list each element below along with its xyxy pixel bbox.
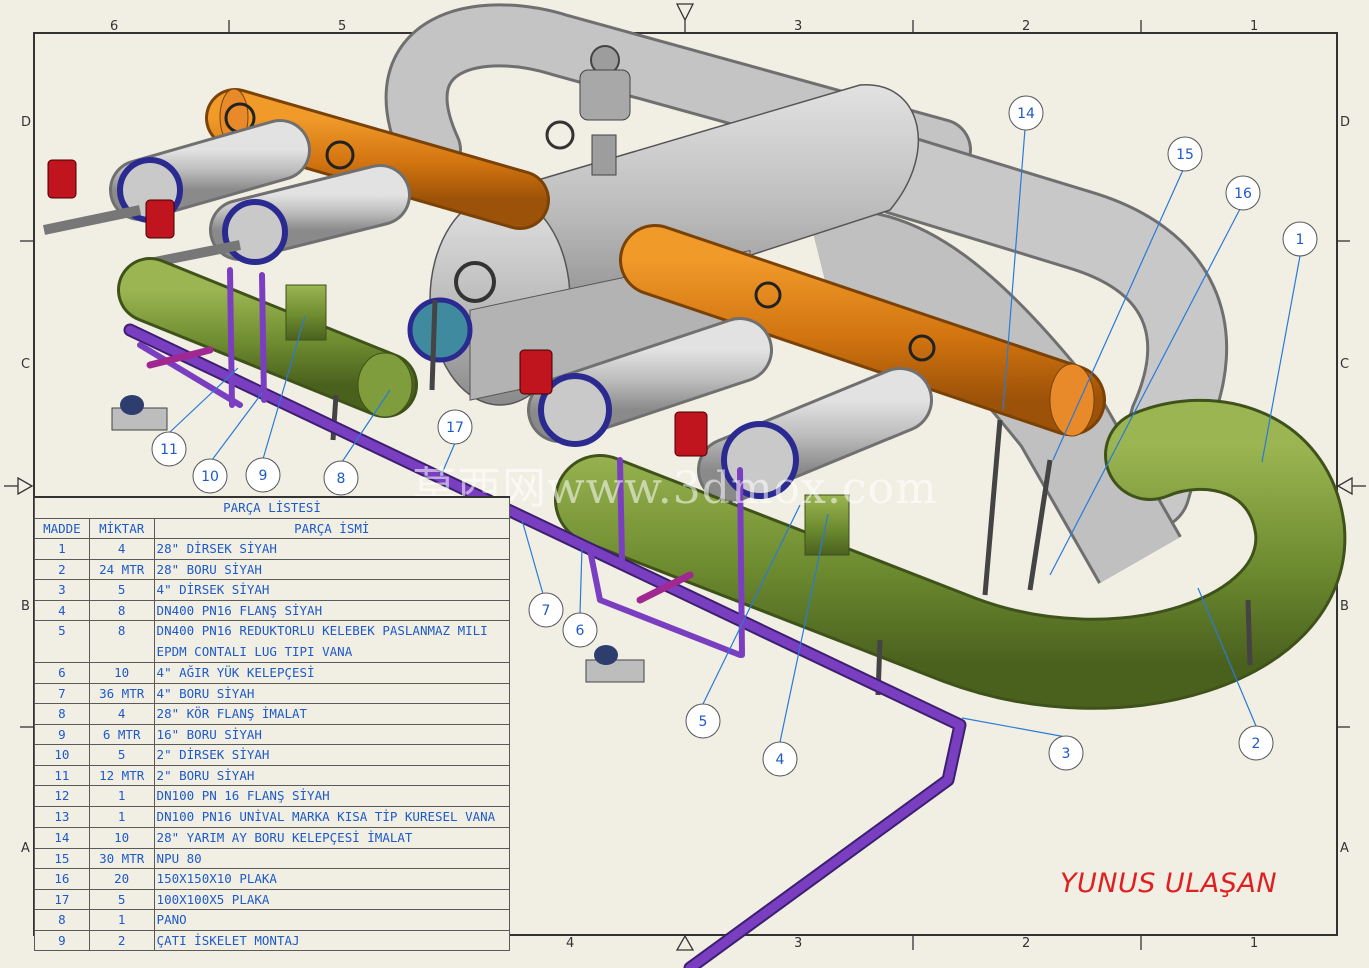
header-qty: MİKTAR bbox=[88, 517, 155, 539]
balloon-2: 2 bbox=[1238, 725, 1274, 761]
balloon-4: 4 bbox=[762, 741, 798, 777]
row-label: B bbox=[21, 599, 30, 614]
col-label: 3 bbox=[794, 19, 802, 34]
green-header-loop bbox=[554, 398, 1347, 710]
row-label: D bbox=[1340, 115, 1350, 130]
purple-drain-pipes bbox=[123, 267, 967, 968]
filter-units-front bbox=[519, 317, 933, 503]
col-label: 1 bbox=[1250, 19, 1258, 34]
svg-text:17: 17 bbox=[446, 420, 464, 436]
balloon-6: 6 bbox=[562, 612, 598, 648]
svg-text:3: 3 bbox=[1062, 746, 1071, 762]
svg-text:11: 11 bbox=[160, 442, 178, 458]
svg-text:10: 10 bbox=[201, 469, 219, 485]
col-label: 6 bbox=[110, 19, 118, 34]
svg-text:5: 5 bbox=[699, 714, 708, 730]
parts-list-title: PARÇA LİSTESİ bbox=[34, 496, 510, 519]
header-name: PARÇA İSMİ bbox=[153, 517, 511, 539]
row-label: C bbox=[1340, 357, 1349, 372]
col-label: 2 bbox=[1022, 19, 1030, 34]
svg-text:9: 9 bbox=[259, 468, 268, 484]
svg-text:16: 16 bbox=[1234, 186, 1252, 202]
balloon-1: 1 bbox=[1282, 221, 1318, 257]
row-label: A bbox=[21, 841, 30, 856]
row-label: B bbox=[1340, 599, 1349, 614]
balloon-3: 3 bbox=[1048, 735, 1084, 771]
balloon-14: 14 bbox=[1008, 95, 1044, 131]
svg-text:7: 7 bbox=[542, 603, 551, 619]
balloon-10: 10 bbox=[192, 458, 228, 494]
balloon-leaders bbox=[169, 128, 1301, 743]
balloon-15: 15 bbox=[1167, 136, 1203, 172]
pipe-assembly-3d bbox=[42, 3, 1347, 968]
balloon-9: 9 bbox=[245, 457, 281, 493]
designer-signature: YUNUS ULAŞAN bbox=[1060, 868, 1278, 899]
orange-pipe-front bbox=[619, 224, 1106, 437]
balloon-16: 16 bbox=[1225, 175, 1261, 211]
balloon-11: 11 bbox=[151, 431, 187, 467]
svg-text:2: 2 bbox=[1252, 736, 1261, 752]
row-label: A bbox=[1340, 841, 1349, 856]
balloon-17: 17 bbox=[437, 409, 473, 445]
col-label: 5 bbox=[338, 19, 346, 34]
svg-text:6: 6 bbox=[576, 623, 585, 639]
row-label: D bbox=[21, 115, 31, 130]
balloon-8: 8 bbox=[323, 460, 359, 496]
filter-units-left bbox=[42, 119, 411, 270]
svg-text:15: 15 bbox=[1176, 147, 1194, 163]
svg-text:8: 8 bbox=[337, 471, 346, 487]
col-label: 1 bbox=[1250, 936, 1258, 951]
col-label: 2 bbox=[1022, 936, 1030, 951]
col-label: 3 bbox=[794, 936, 802, 951]
svg-text:1: 1 bbox=[1296, 232, 1305, 248]
balloon-7: 7 bbox=[528, 592, 564, 628]
pump-units bbox=[111, 395, 645, 683]
header-item: MADDE bbox=[34, 517, 90, 539]
balloon-5: 5 bbox=[685, 703, 721, 739]
green-pipe-left bbox=[117, 257, 418, 418]
col-label: 4 bbox=[566, 936, 574, 951]
part-balloons: 1 2 3 4 5 6 7 8 9 10 11 14 15 16 17 bbox=[151, 95, 1318, 777]
row-label: C bbox=[21, 357, 30, 372]
svg-text:4: 4 bbox=[776, 752, 785, 768]
svg-text:14: 14 bbox=[1017, 106, 1035, 122]
